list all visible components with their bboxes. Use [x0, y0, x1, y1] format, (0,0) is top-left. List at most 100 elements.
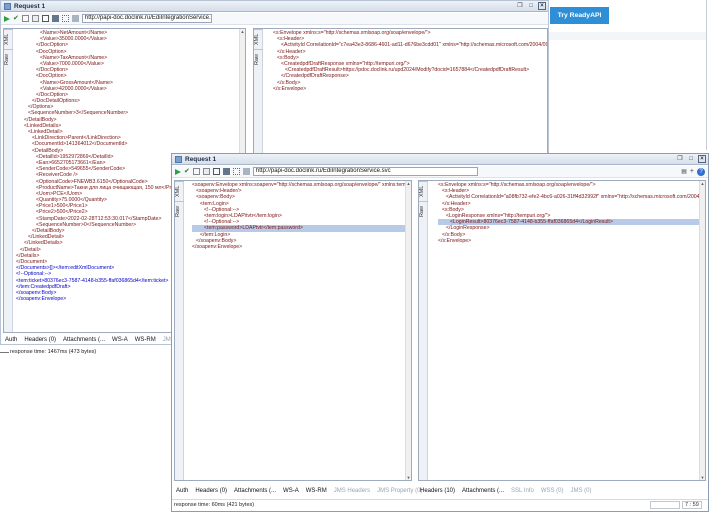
front-request-scrollbar[interactable]: ▲▼ [405, 181, 411, 480]
add-tab-icon[interactable]: + [689, 168, 694, 175]
format-icon[interactable] [202, 168, 210, 175]
bottom-tab[interactable]: Headers (10) [420, 488, 456, 494]
tab-raw[interactable]: Raw [175, 201, 184, 221]
code-line: <DocumentId>141364012</DocumentId> [32, 141, 128, 148]
check-icon[interactable]: ✔ [13, 15, 19, 22]
code-line: <s:Envelope xmlns:s="http://schemas.xmls… [273, 30, 431, 36]
code-line: <Quantity>75.0000</Quantity> [36, 197, 107, 204]
bottom-tab[interactable]: JMS Property (0) [377, 488, 423, 494]
code-line: </DocDetailOptions> [32, 98, 80, 105]
check-icon[interactable]: ✔ [184, 168, 190, 175]
tab-raw[interactable]: Raw [419, 201, 428, 221]
back-toolbar: ✔ http://papi-doc.doclink.ru/EdiIntegrat… [1, 13, 548, 25]
code-line: </DocOption> [36, 91, 69, 98]
maximize-icon[interactable]: □ [689, 156, 693, 162]
code-line: </s:Envelope> [438, 237, 472, 244]
front-response-scrollbar[interactable]: ▲▼ [699, 181, 705, 480]
bottom-tab[interactable]: JMS Headers [333, 488, 371, 494]
front-response-bottom-tabs: Headers (10) Attachments (... SSL Info WSS … [420, 488, 592, 494]
close-icon[interactable]: × [538, 2, 546, 10]
code-line: <!--Optional:--> [16, 271, 52, 278]
front-response-side-tabs: XML Raw [419, 181, 428, 480]
code-line: </soapenv:Body> [16, 289, 57, 296]
tab-xml[interactable]: XML [4, 29, 13, 49]
code-line: <tem:login>LDAP\tvtr</tem:login> [204, 212, 282, 219]
bottom-tab[interactable]: SSL Info [511, 488, 534, 494]
code-line: </Documents>]]></tem:editXmlDocument> [16, 265, 115, 272]
code-line: <tem:ticket>80376ec3-7587-4148-b355-ffaf… [16, 277, 169, 284]
run-icon[interactable] [4, 15, 10, 22]
code-line: <soapenv:Envelope xmlns:soapenv="http://… [192, 182, 412, 188]
back-response-editor[interactable]: XML Raw <s:Envelope xmlns:s="http://sche… [253, 28, 548, 158]
bottom-tab[interactable]: WSS (0) [540, 488, 564, 494]
back-request-xml[interactable]: <Name>NetAmount</Name><Value>35000.0000<… [16, 30, 201, 302]
code-line: </Document> [16, 258, 48, 265]
cursor-position: 7 : 59 [682, 501, 702, 509]
bottom-tab[interactable]: Headers (0) [24, 337, 57, 343]
run-icon[interactable] [175, 168, 181, 175]
restore-icon[interactable]: ❐ [677, 156, 683, 162]
code-line: <OptionalCode>FNEWB3.6150</OptionalCode> [36, 178, 148, 185]
format-icon[interactable] [31, 15, 39, 22]
code-line: <SequenceNumber>0</SequenceNumber> [36, 221, 137, 228]
stop-icon[interactable] [212, 168, 220, 175]
bottom-tab[interactable]: WS-RM [305, 488, 327, 494]
tab-xml[interactable]: XML [254, 29, 263, 49]
attach-icon[interactable] [51, 15, 59, 22]
progress-bar [650, 501, 680, 509]
tab-xml[interactable]: XML [175, 181, 184, 201]
bottom-tab[interactable]: Attachments (... [63, 337, 106, 343]
front-response-xml[interactable]: <s:Envelope xmlns:s="http://schemas.xmls… [438, 182, 705, 244]
back-response-xml[interactable]: <s:Envelope xmlns:s="http://schemas.xmls… [273, 30, 548, 92]
grid-icon[interactable] [192, 168, 200, 175]
back-request-side-tabs: XML Raw [4, 29, 13, 332]
try-readyapi-button[interactable]: Try ReadyAPI [550, 7, 609, 24]
bottom-tab[interactable]: WS-RM [134, 337, 156, 343]
add-icon[interactable] [61, 15, 69, 22]
bottom-tab[interactable]: Auth [5, 337, 18, 343]
bottom-tab[interactable]: WS-A [283, 488, 299, 494]
help-icon[interactable]: ? [697, 167, 705, 176]
bottom-tab[interactable]: WS-A [112, 337, 128, 343]
restore-icon[interactable]: ❐ [517, 3, 523, 9]
code-line: </DocOption> [36, 67, 69, 74]
panel-border [706, 0, 707, 150]
code-line: </LoginResponse> [446, 225, 490, 232]
tab-xml[interactable]: XML [419, 181, 428, 201]
options-icon[interactable] [71, 15, 79, 22]
bottom-tab[interactable]: JMS (0) [570, 488, 592, 494]
bottom-tab[interactable]: Headers (0) [195, 488, 228, 494]
code-line: <StampDate>2022-02-28T12:53:30.017</Stam… [36, 215, 162, 222]
code-line: <s:Header> [277, 36, 305, 43]
bottom-tab[interactable]: Auth [176, 488, 189, 494]
code-line: <Uom>PCE</Uom> [36, 190, 83, 197]
code-line: <Value>7000.0000</Value> [40, 60, 104, 67]
stop-icon[interactable] [41, 15, 49, 22]
endpoint-url[interactable]: http://papi-doc.doclink.ru/EdiIntegratio… [81, 14, 212, 23]
code-line: </s:Envelope> [273, 85, 307, 92]
grid-icon[interactable] [21, 15, 29, 22]
maximize-icon[interactable]: □ [529, 3, 533, 9]
options-icon[interactable] [242, 168, 250, 175]
code-line: <CreatedpdfDraftResponse xmlns="http://t… [281, 60, 410, 67]
front-request-xml[interactable]: <soapenv:Envelope xmlns:soapenv="http://… [192, 182, 412, 250]
view-icon[interactable]: ▤ [681, 169, 687, 175]
code-line: <LinkedDetail> [28, 129, 63, 135]
close-icon[interactable]: × [698, 155, 706, 163]
code-line: </s:Body> [277, 79, 301, 86]
bottom-tab[interactable]: Attachments (... [234, 488, 277, 494]
front-response-editor[interactable]: XML Raw <s:Envelope xmlns:s="http://sche… [418, 180, 706, 481]
front-status-divider [172, 499, 708, 500]
code-line: <ReceiverCode /> [36, 172, 78, 179]
endpoint-url[interactable]: http://papi-doc.doclink.ru/EdiIntegratio… [252, 167, 478, 176]
code-line: </DetailBody> [24, 116, 57, 123]
tab-raw[interactable]: Raw [4, 49, 13, 69]
code-line: <ActivityId CorrelationId="c7ea43e3-8686… [281, 42, 548, 49]
bottom-tab[interactable]: Attachments (... [462, 488, 505, 494]
tab-raw[interactable]: Raw [254, 49, 263, 69]
attach-icon[interactable] [222, 168, 230, 175]
front-request-editor[interactable]: XML Raw <soapenv:Envelope xmlns:soapenv=… [174, 180, 412, 481]
code-line: </soapenv:Body> [196, 237, 237, 244]
add-icon[interactable] [232, 168, 240, 175]
code-line: <Name>TaxAmount</Name> [40, 54, 108, 61]
